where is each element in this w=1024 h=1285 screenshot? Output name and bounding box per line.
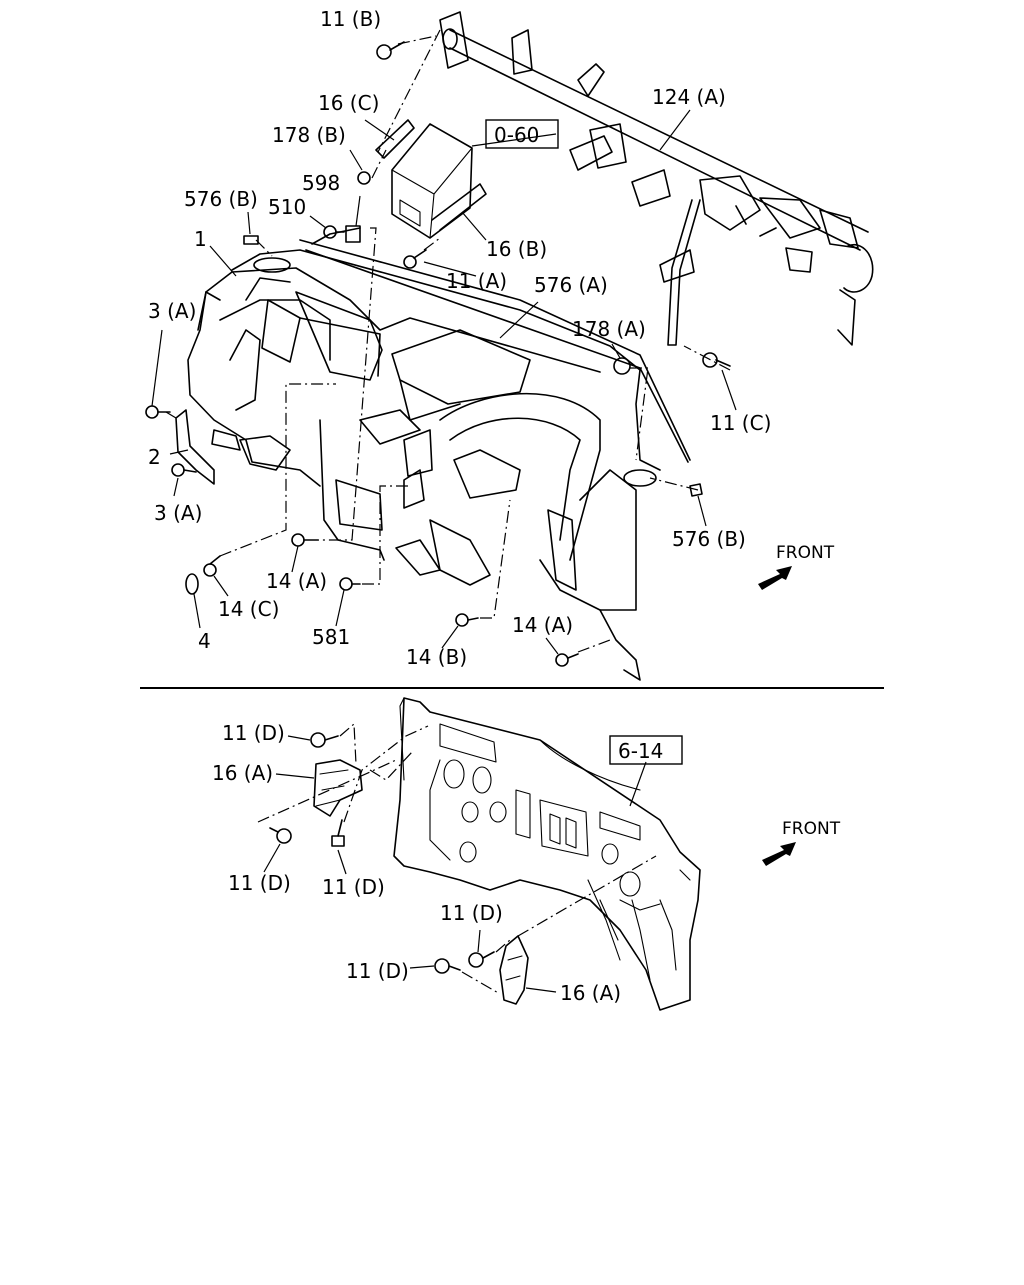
dash-panel: [393, 697, 701, 1011]
callout-6-14: 6-14: [618, 739, 663, 763]
callout-2: 2: [148, 445, 161, 469]
callout-581: 581: [312, 625, 350, 649]
bracket-16a-left-detail: [315, 769, 349, 807]
callout-178b: 178 (B): [272, 123, 346, 147]
front-arrow-icon: [762, 842, 796, 866]
callout-598: 598: [302, 171, 340, 195]
callout-3a-top: 3 (A): [148, 299, 196, 323]
callout-14b: 14 (B): [406, 645, 467, 669]
front-label-upper: FRONT: [776, 543, 835, 563]
front-arrow-lower: FRONT: [762, 819, 841, 866]
callout-14c: 14 (C): [218, 597, 279, 621]
callout-1: 1: [194, 227, 207, 251]
callout-510: 510: [268, 195, 306, 219]
bracket-16a-left: [313, 759, 363, 817]
callout-16a-top: 16 (A): [212, 761, 273, 785]
callout-3a-bottom: 3 (A): [154, 501, 202, 525]
callout-11d-left: 11 (D): [228, 871, 291, 895]
callout-11a: 11 (A): [446, 269, 507, 293]
callout-11d-right: 11 (D): [440, 901, 503, 925]
ref-box-0-60: [485, 119, 559, 149]
lower-fasteners: [269, 732, 495, 974]
upper-reference-lines: [165, 29, 731, 653]
front-arrow-icon: [758, 566, 792, 590]
upper-fasteners: [145, 41, 731, 667]
callout-11d-bottom: 11 (D): [346, 959, 409, 983]
upper-leaders: [151, 109, 737, 655]
callout-576b-right: 576 (B): [672, 527, 746, 551]
callout-11b: 11 (B): [320, 7, 381, 31]
cross-car-beam: [439, 11, 874, 346]
callout-16a-bottom: 16 (A): [560, 981, 621, 1005]
upper-callouts: 11 (B) 124 (A) 16 (C) 178 (B) 0-60 598 5…: [148, 7, 771, 669]
callout-11d-top: 11 (D): [222, 721, 285, 745]
front-arrow-upper: FRONT: [758, 543, 835, 590]
callout-16b: 16 (B): [486, 237, 547, 261]
lower-reference-lines: [257, 722, 657, 995]
callout-178a: 178 (A): [572, 317, 646, 341]
lower-assembly: 11 (D) 16 (A) 6-14 11 (D) 11 (D) 11 (D) …: [212, 697, 841, 1011]
ref-box-6-14: [609, 735, 683, 765]
callout-14a-left: 14 (A): [266, 569, 327, 593]
lower-leaders: [263, 735, 647, 993]
lower-callouts: 11 (D) 16 (A) 6-14 11 (D) 11 (D) 11 (D) …: [212, 721, 663, 1005]
callout-4: 4: [198, 629, 211, 653]
callout-576a: 576 (A): [534, 273, 608, 297]
callout-576b-top: 576 (B): [184, 187, 258, 211]
callout-11d-mid: 11 (D): [322, 875, 385, 899]
front-label-lower: FRONT: [782, 819, 841, 839]
instrument-panel: [187, 227, 691, 681]
callout-124a: 124 (A): [652, 85, 726, 109]
bracket-16a-right: [499, 935, 529, 1005]
callout-11c: 11 (C): [710, 411, 771, 435]
callout-16c: 16 (C): [318, 91, 379, 115]
upper-assembly: 11 (B) 124 (A) 16 (C) 178 (B) 0-60 598 5…: [145, 7, 874, 681]
callout-0-60: 0-60: [494, 123, 539, 147]
callout-14a-right: 14 (A): [512, 613, 573, 637]
bracket-2: [175, 409, 215, 485]
control-module: [375, 119, 487, 239]
bracket-16a-right-detail: [505, 955, 523, 981]
